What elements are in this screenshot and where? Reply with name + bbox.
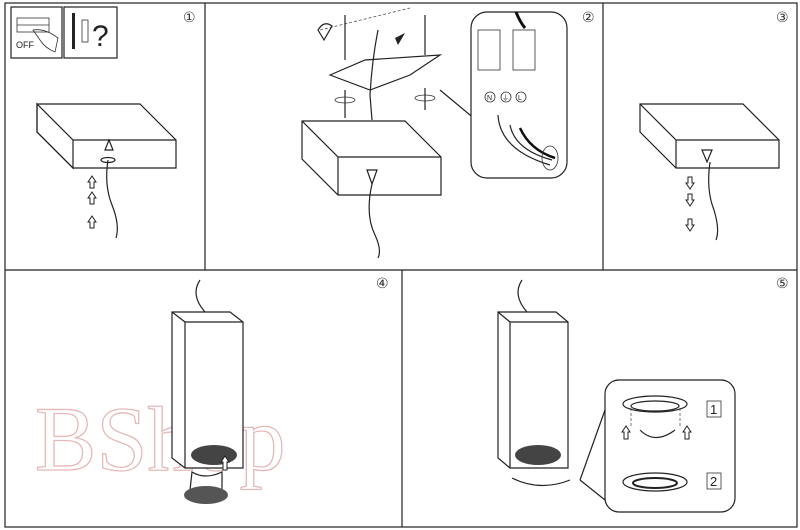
step-marker-2: ② xyxy=(582,10,595,26)
ceiling-box-step3 xyxy=(639,103,780,241)
mounting-bracket-assembly xyxy=(317,7,501,141)
down-arrows xyxy=(685,176,695,232)
step-marker-3: ③ xyxy=(776,10,789,26)
up-arrows xyxy=(87,175,97,229)
earth-label: ⏚ xyxy=(502,94,509,102)
pendant-lamp-step4 xyxy=(171,279,244,504)
panel-grid xyxy=(4,2,798,528)
pendant-lamp-step5 xyxy=(497,279,606,501)
neutral-label: N xyxy=(487,95,492,102)
sub-step-1: 1 xyxy=(710,402,717,417)
step-marker-5: ⑤ xyxy=(776,276,789,292)
sub-step-2: 2 xyxy=(710,474,717,489)
power-off-icon: OFF xyxy=(10,6,63,59)
question-mark: ? xyxy=(92,20,109,53)
off-label: OFF xyxy=(16,40,34,50)
step-marker-4: ④ xyxy=(376,276,389,292)
wiring-detail-callout: N ⏚ L xyxy=(470,11,568,179)
ceiling-box-step1 xyxy=(36,102,177,239)
insert-bulb-arrow xyxy=(220,455,230,471)
trim-ring-callout: 1 2 xyxy=(604,379,736,513)
watermark: BShop xyxy=(35,388,286,490)
step-marker-1: ① xyxy=(183,10,196,26)
ceiling-box-step2 xyxy=(301,120,442,259)
screw-and-plug-icon: ? xyxy=(63,6,118,59)
live-label: L xyxy=(518,95,522,102)
